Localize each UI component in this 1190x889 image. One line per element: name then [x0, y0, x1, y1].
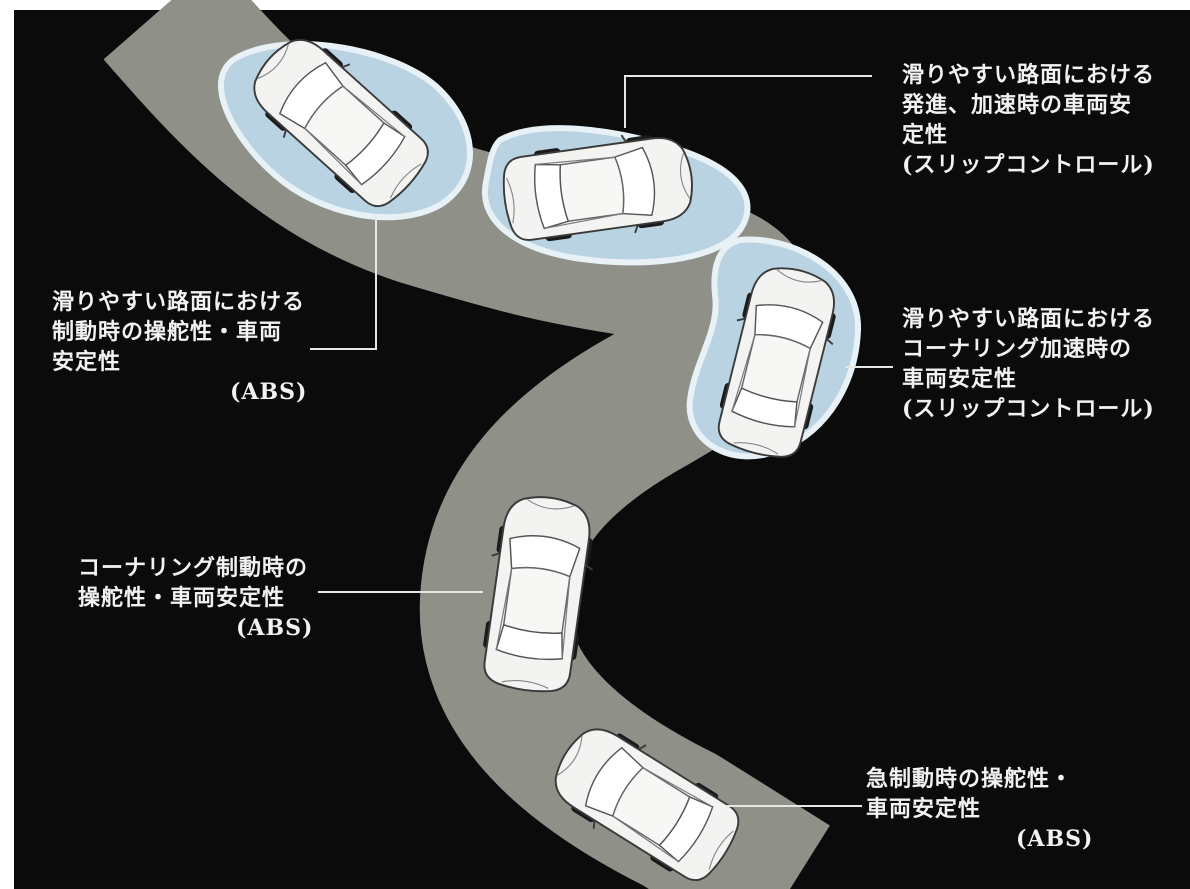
label-start-accel-slippery: 滑りやすい路面における 発進、加速時の車両安 定性 (スリップコントロール): [902, 60, 1155, 180]
system-abs: (ABS): [230, 379, 308, 405]
system-abs: (ABS): [1016, 826, 1094, 852]
label-line: 車両安定性: [866, 796, 982, 822]
label-line: 安定性: [52, 349, 122, 375]
label-emergency-braking: 急制動時の操舵性・ 車両安定性 (ABS): [866, 764, 1093, 854]
label-line: 定性: [902, 122, 949, 148]
label-cornering-accel-slippery: 滑りやすい路面における コーナリング加速時の 車両安定性 (スリップコントロール…: [902, 304, 1155, 424]
label-line: 操舵性・車両安定性: [78, 585, 286, 611]
label-line: 滑りやすい路面における: [52, 289, 306, 315]
label-line: 発進、加速時の車両安: [902, 92, 1133, 118]
label-cornering-braking: コーナリング制動時の 操舵性・車両安定性 (ABS): [78, 553, 313, 643]
label-line: コーナリング制動時の: [78, 555, 309, 581]
system-slip-control: (スリップコントロール): [902, 152, 1155, 178]
label-line: コーナリング加速時の: [902, 336, 1133, 362]
system-abs: (ABS): [236, 615, 314, 641]
label-line: 滑りやすい路面における: [902, 62, 1156, 88]
leader-line-braking-slippery: [310, 215, 377, 350]
system-slip-control: (スリップコントロール): [902, 396, 1155, 422]
label-line: 滑りやすい路面における: [902, 306, 1156, 332]
label-line: 制動時の操舵性・車両: [52, 319, 283, 345]
label-braking-slippery: 滑りやすい路面における 制動時の操舵性・車両 安定性 (ABS): [52, 287, 307, 407]
leader-line-start-accel: [624, 75, 872, 128]
label-line: 急制動時の操舵性・: [866, 766, 1074, 792]
label-line: 車両安定性: [902, 366, 1018, 392]
